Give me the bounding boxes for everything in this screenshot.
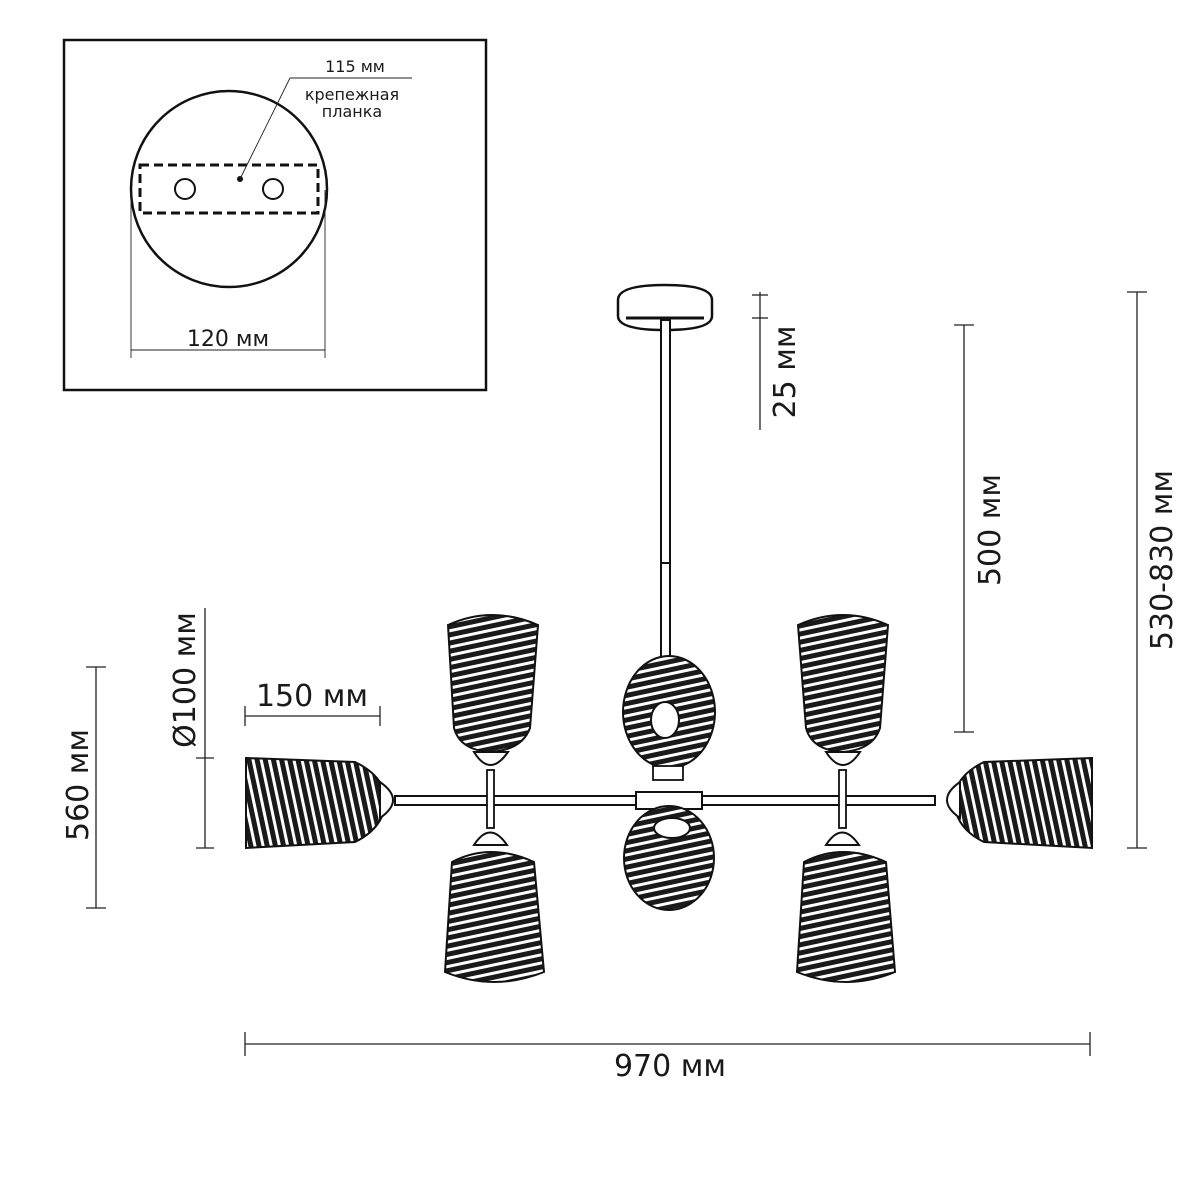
shade-opening [653,817,691,839]
dim-width: 970 мм [244,1032,1091,1084]
shade-center-upper [622,655,716,781]
vertical-post-left [486,769,495,829]
canopy-circle [129,89,329,289]
dim-rod-length: 500 мм [954,324,1008,733]
shade-opening [650,701,680,739]
shade-lower-right [795,831,897,983]
canopy-height-label: 25 мм [768,326,803,419]
shade-glass [446,614,540,754]
shade-glass [245,756,388,850]
shade-far-right [946,756,1093,850]
canopy-and-rod [616,283,714,776]
shade-socket [946,780,961,820]
shade-socket [472,831,509,846]
shade-length-label: 150 мм [256,679,368,714]
mounting-plate [138,163,320,215]
mounting-hole-left [174,178,196,200]
inset-panel: 115 мм крепежная планка 120 мм [62,38,488,392]
shade-diameter-label: Ø100 мм [168,612,203,748]
shade-upper-left [446,614,540,766]
central-arm [394,769,936,829]
shade-center-lower [623,805,715,911]
vertical-post-right [838,769,847,829]
dim-shade-length: 150 мм [244,679,381,726]
shade-collar [652,765,684,781]
shade-glass [952,756,1093,850]
dim-canopy-height: 25 мм [752,292,803,430]
canopy-diameter-label: 120 мм [187,327,269,352]
shade-glass [623,805,715,911]
shade-glass [796,614,890,754]
plate-name-line1: крепежная [305,85,399,104]
shade-far-left [245,756,394,850]
shade-lower-left [443,831,546,983]
dim-total-height: 530-830 мм [1127,291,1180,849]
plate-name-line2: планка [322,102,382,121]
plate-leader-line [239,77,291,180]
width-label: 970 мм [614,1049,726,1084]
shade-socket [824,751,862,766]
total-height-label: 530-830 мм [1145,470,1180,650]
depth-label: 560 мм [61,729,96,841]
mounting-hole-right [262,178,284,200]
dim-depth: 560 мм [61,666,106,909]
shade-socket [824,831,861,846]
rod-length-label: 500 мм [973,474,1008,586]
shade-upper-right [796,614,890,766]
shade-glass [443,851,546,983]
shade-socket [472,751,510,766]
shade-glass [795,851,897,983]
plate-width-label: 115 мм [325,57,385,76]
shade-socket [379,780,394,820]
dim-shade-diameter: Ø100 мм [168,608,214,849]
